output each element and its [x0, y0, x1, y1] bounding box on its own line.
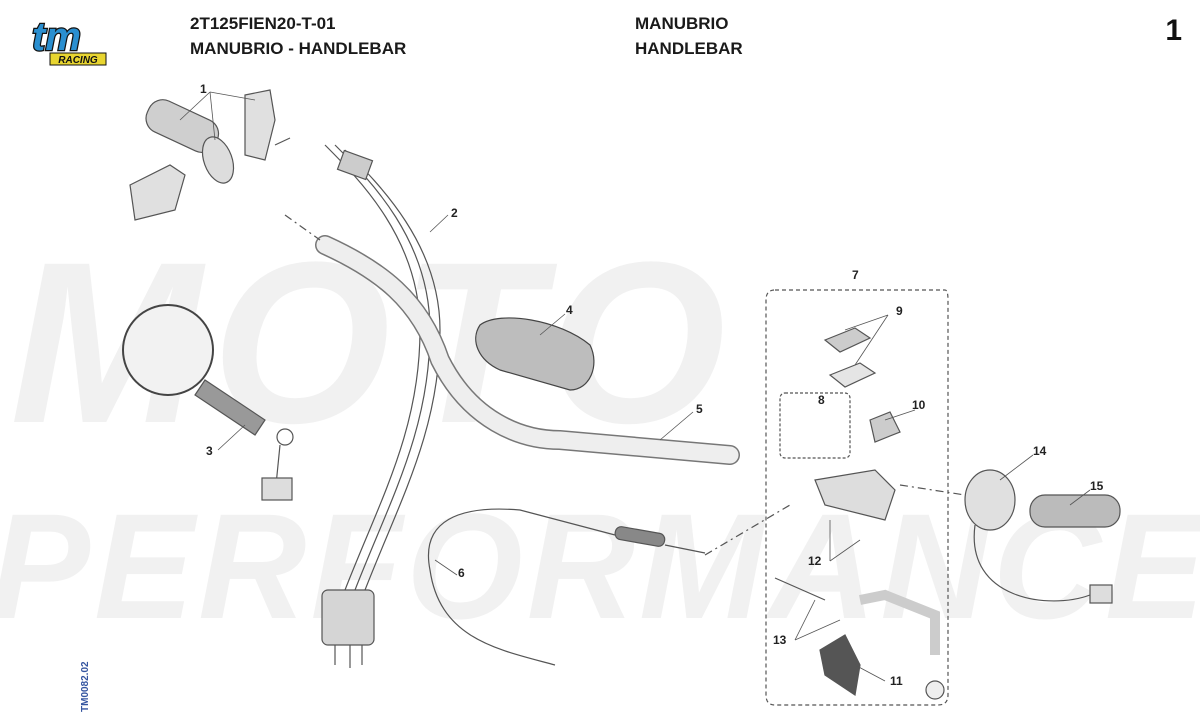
callout-3: 3: [206, 444, 213, 458]
callout-13: 13: [773, 633, 787, 647]
leader-lines: [179, 91, 1091, 682]
mirror: [122, 304, 294, 501]
part-code: 2T125FIEN20-T-01: [190, 14, 336, 33]
callout-8: 8: [818, 393, 825, 407]
clutch-cable: [427, 504, 791, 666]
switch-and-grip: [899, 469, 1121, 604]
tm-racing-logo: tm RACING: [28, 18, 128, 68]
title-italian: MANUBRIO: [635, 14, 729, 33]
callout-15: 15: [1090, 479, 1104, 493]
callout-11: 11: [890, 674, 903, 688]
callout-5: 5: [696, 402, 703, 416]
page-number: 1: [1165, 14, 1182, 47]
handlebar-pad: [475, 317, 595, 391]
callout-1: 1: [200, 82, 207, 96]
title-bilingual: MANUBRIO - HANDLEBAR: [190, 39, 407, 58]
clutch-assembly-box: [765, 289, 949, 706]
callout-12: 12: [808, 554, 822, 568]
callout-labels: 1 2 3 4 5 6 7 8 9 10 11 12 13 14 15: [200, 82, 1104, 688]
callout-10: 10: [912, 398, 926, 412]
callout-9: 9: [896, 304, 903, 318]
callout-7: 7: [852, 268, 859, 282]
throttle-cables: [321, 144, 441, 668]
handlebar: [284, 214, 740, 465]
callout-14: 14: [1033, 444, 1047, 458]
callout-6: 6: [458, 566, 465, 580]
svg-text:RACING: RACING: [58, 55, 98, 66]
throttle-grip-assembly: [129, 89, 291, 221]
callout-2: 2: [451, 206, 458, 220]
callout-4: 4: [566, 303, 573, 317]
title-english: HANDLEBAR: [635, 39, 743, 58]
